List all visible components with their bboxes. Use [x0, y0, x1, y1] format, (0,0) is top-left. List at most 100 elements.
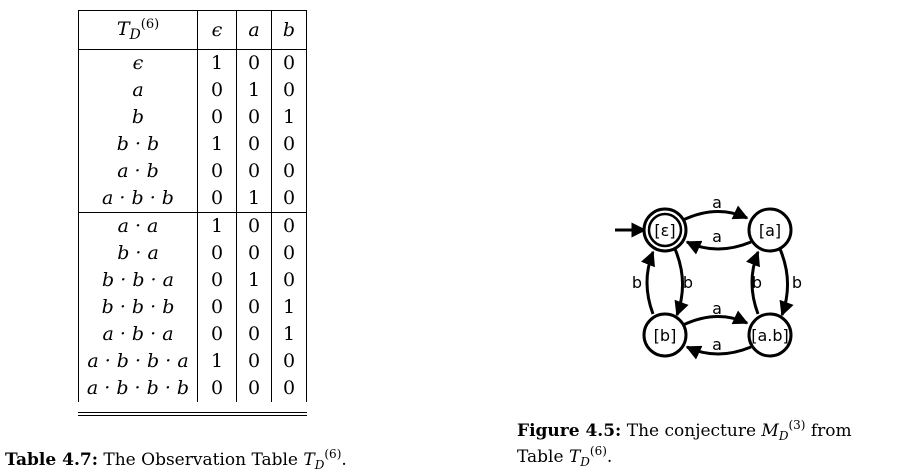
edge-eps-a	[682, 205, 749, 222]
edge-label: a	[712, 193, 722, 212]
cell: 0	[197, 77, 237, 104]
row-label: a	[78, 77, 198, 104]
cell: 0	[271, 240, 307, 267]
cell: 0	[197, 321, 237, 348]
cell: 0	[197, 104, 237, 131]
automaton-diagram: [ε] [a] [b] [a.b] a a a a b b b b	[615, 193, 802, 360]
state-label: [ε]	[654, 221, 675, 240]
caption-label: Figure 4.5:	[517, 421, 622, 441]
cell: 0	[236, 240, 272, 267]
row-label: b · b · a	[78, 267, 198, 294]
cell: 1	[236, 185, 272, 213]
cell: 0	[271, 375, 307, 402]
cell: 0	[236, 321, 272, 348]
cell: 0	[236, 49, 272, 77]
state-label: [b]	[654, 326, 677, 345]
table-bottom-rule	[78, 415, 307, 416]
edge-label: b	[752, 273, 762, 292]
table-row: b · b · b 0 0 1	[78, 294, 307, 321]
table-row: a 0 1 0	[78, 77, 307, 104]
table-row: ϵ 1 0 0	[78, 49, 307, 77]
cell: 0	[236, 294, 272, 321]
column-header: ϵ	[197, 10, 237, 50]
cell: 0	[236, 212, 272, 240]
caption-text: The Observation Table	[103, 450, 298, 470]
cell: 1	[197, 212, 237, 240]
state-b: [b]	[642, 312, 688, 358]
table-row: b · b 1 0 0	[78, 131, 307, 158]
figure-caption-line2: Table TD(6).	[517, 444, 613, 469]
cell: 1	[236, 77, 272, 104]
cell: 0	[271, 158, 307, 185]
cell: 0	[236, 375, 272, 402]
edge-ab-b	[685, 345, 752, 360]
cell: 0	[236, 104, 272, 131]
row-label: a · b · b	[78, 185, 198, 213]
table-row: b · b · a 0 1 0	[78, 267, 307, 294]
table-row: a · a 1 0 0	[78, 212, 307, 240]
state-ab: [a.b]	[747, 312, 793, 358]
cell: 1	[197, 348, 237, 375]
column-header: b	[271, 10, 307, 50]
cell: 0	[197, 185, 237, 213]
edge-label: b	[632, 273, 642, 292]
cell: 0	[271, 212, 307, 240]
cell: 0	[271, 131, 307, 158]
observation-table: TD(6) ϵ a b ϵ 1 0 0 a 0 1 0 b 0 0 1 b · …	[78, 10, 307, 402]
table-row: a · b · b 0 1 0	[78, 185, 307, 213]
state-label: [a.b]	[751, 326, 789, 345]
row-label: a · a	[78, 212, 198, 240]
edge-label: b	[683, 273, 693, 292]
figure-caption: Figure 4.5: The conjecture MD(3) from	[517, 418, 852, 443]
row-label: a · b · a	[78, 321, 198, 348]
table-row: a · b · a 0 0 1	[78, 321, 307, 348]
state-a: [a]	[747, 207, 793, 253]
edge-label: a	[712, 335, 722, 354]
cell: 1	[271, 104, 307, 131]
row-label: a · b · b · a	[78, 348, 198, 375]
state-eps: [ε]	[642, 207, 688, 253]
row-label: a · b · b · b	[78, 375, 198, 402]
cell: 0	[271, 185, 307, 213]
edge-b-ab	[682, 310, 749, 327]
edge-a-ab	[778, 248, 794, 317]
cell: 1	[197, 131, 237, 158]
edge-eps-b	[673, 248, 689, 317]
row-label: b	[78, 104, 198, 131]
table-row: b · a 0 0 0	[78, 240, 307, 267]
cell: 1	[271, 321, 307, 348]
table-row: a · b · b · a 1 0 0	[78, 348, 307, 375]
edge-ab-a	[746, 250, 760, 315]
cell: 1	[197, 49, 237, 77]
cell: 0	[271, 267, 307, 294]
cell: 0	[197, 158, 237, 185]
edge-b-eps	[641, 250, 655, 315]
state-label: [a]	[759, 221, 781, 240]
table-bottom-rule	[78, 412, 307, 413]
edge-label: b	[792, 273, 802, 292]
cell: 1	[236, 267, 272, 294]
table-caption: Table 4.7: The Observation Table TD(6).	[5, 447, 347, 472]
cell: 0	[197, 375, 237, 402]
cell: 0	[271, 77, 307, 104]
cell: 0	[236, 131, 272, 158]
row-label: ϵ	[78, 49, 198, 77]
edge-label: a	[712, 299, 722, 318]
row-label: b · a	[78, 240, 198, 267]
table-row: a · b 0 0 0	[78, 158, 307, 185]
row-label: a · b	[78, 158, 198, 185]
cell: 0	[197, 294, 237, 321]
edge-a-eps	[685, 240, 752, 255]
table-row: a · b · b · b 0 0 0	[78, 375, 307, 402]
cell: 0	[236, 348, 272, 375]
table-header-row: TD(6) ϵ a b	[78, 10, 307, 50]
caption-label: Table 4.7:	[5, 450, 98, 470]
row-label: b · b	[78, 131, 198, 158]
row-label: b · b · b	[78, 294, 198, 321]
table-title-cell: TD(6)	[78, 10, 198, 50]
edge-label: a	[712, 227, 722, 246]
cell: 1	[271, 294, 307, 321]
cell: 0	[197, 240, 237, 267]
cell: 0	[271, 348, 307, 375]
cell: 0	[197, 267, 237, 294]
